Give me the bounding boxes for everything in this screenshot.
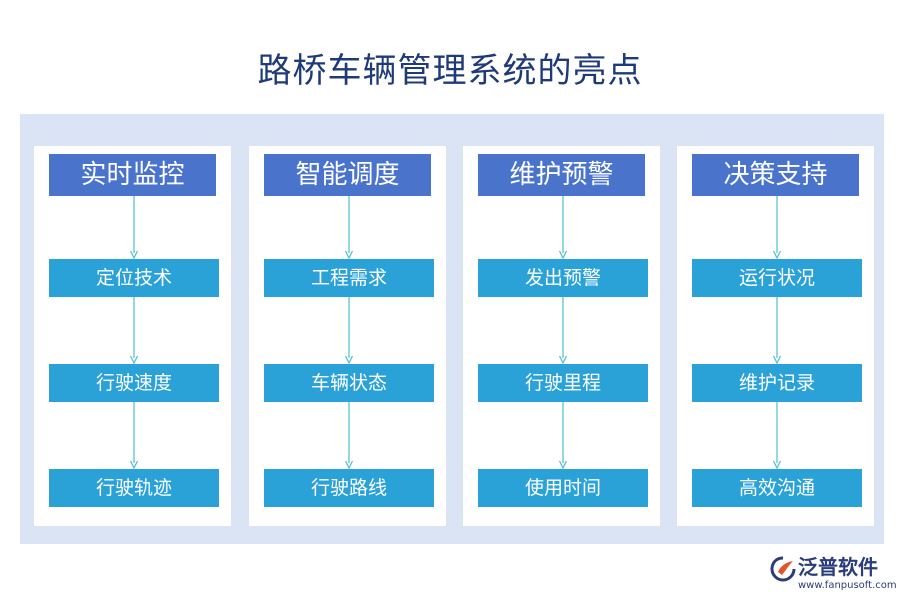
column-header: 决策支持	[692, 154, 859, 196]
down-arrow-icon	[130, 297, 138, 364]
logo-url: www.fanpusoft.com	[798, 580, 897, 591]
flow-box: 工程需求	[264, 259, 434, 297]
column-header: 实时监控	[49, 154, 216, 196]
down-arrow-icon	[773, 297, 781, 364]
down-arrow-icon	[130, 196, 138, 259]
flow-box: 行驶里程	[478, 364, 648, 402]
column-decision-support: 决策支持 运行状况 维护记录 高效沟通	[677, 146, 874, 526]
down-arrow-icon	[345, 402, 353, 469]
down-arrow-icon	[559, 297, 567, 364]
flow-box: 使用时间	[478, 469, 648, 507]
down-arrow-icon	[773, 402, 781, 469]
down-arrow-icon	[559, 402, 567, 469]
down-arrow-icon	[345, 196, 353, 259]
fanpu-logo: 泛普软件 www.fanpusoft.com	[770, 552, 897, 596]
column-realtime-monitoring: 实时监控 定位技术 行驶速度 行驶轨迹	[34, 146, 231, 526]
fanpu-logo-icon	[770, 556, 796, 582]
page-title: 路桥车辆管理系统的亮点	[257, 51, 643, 91]
logo-name: 泛普软件	[798, 555, 878, 579]
flow-box: 行驶轨迹	[49, 469, 219, 507]
column-header: 维护预警	[478, 154, 645, 196]
column-maintenance-warning: 维护预警 发出预警 行驶里程 使用时间	[463, 146, 660, 526]
flow-box: 运行状况	[692, 259, 862, 297]
flow-box: 高效沟通	[692, 469, 862, 507]
column-header: 智能调度	[264, 154, 431, 196]
flow-box: 车辆状态	[264, 364, 434, 402]
down-arrow-icon	[773, 196, 781, 259]
down-arrow-icon	[130, 402, 138, 469]
flow-box: 行驶速度	[49, 364, 219, 402]
flow-box: 定位技术	[49, 259, 219, 297]
flow-box: 行驶路线	[264, 469, 434, 507]
down-arrow-icon	[559, 196, 567, 259]
column-smart-dispatch: 智能调度 工程需求 车辆状态 行驶路线	[249, 146, 446, 526]
flow-box: 发出预警	[478, 259, 648, 297]
flow-box: 维护记录	[692, 364, 862, 402]
down-arrow-icon	[345, 297, 353, 364]
